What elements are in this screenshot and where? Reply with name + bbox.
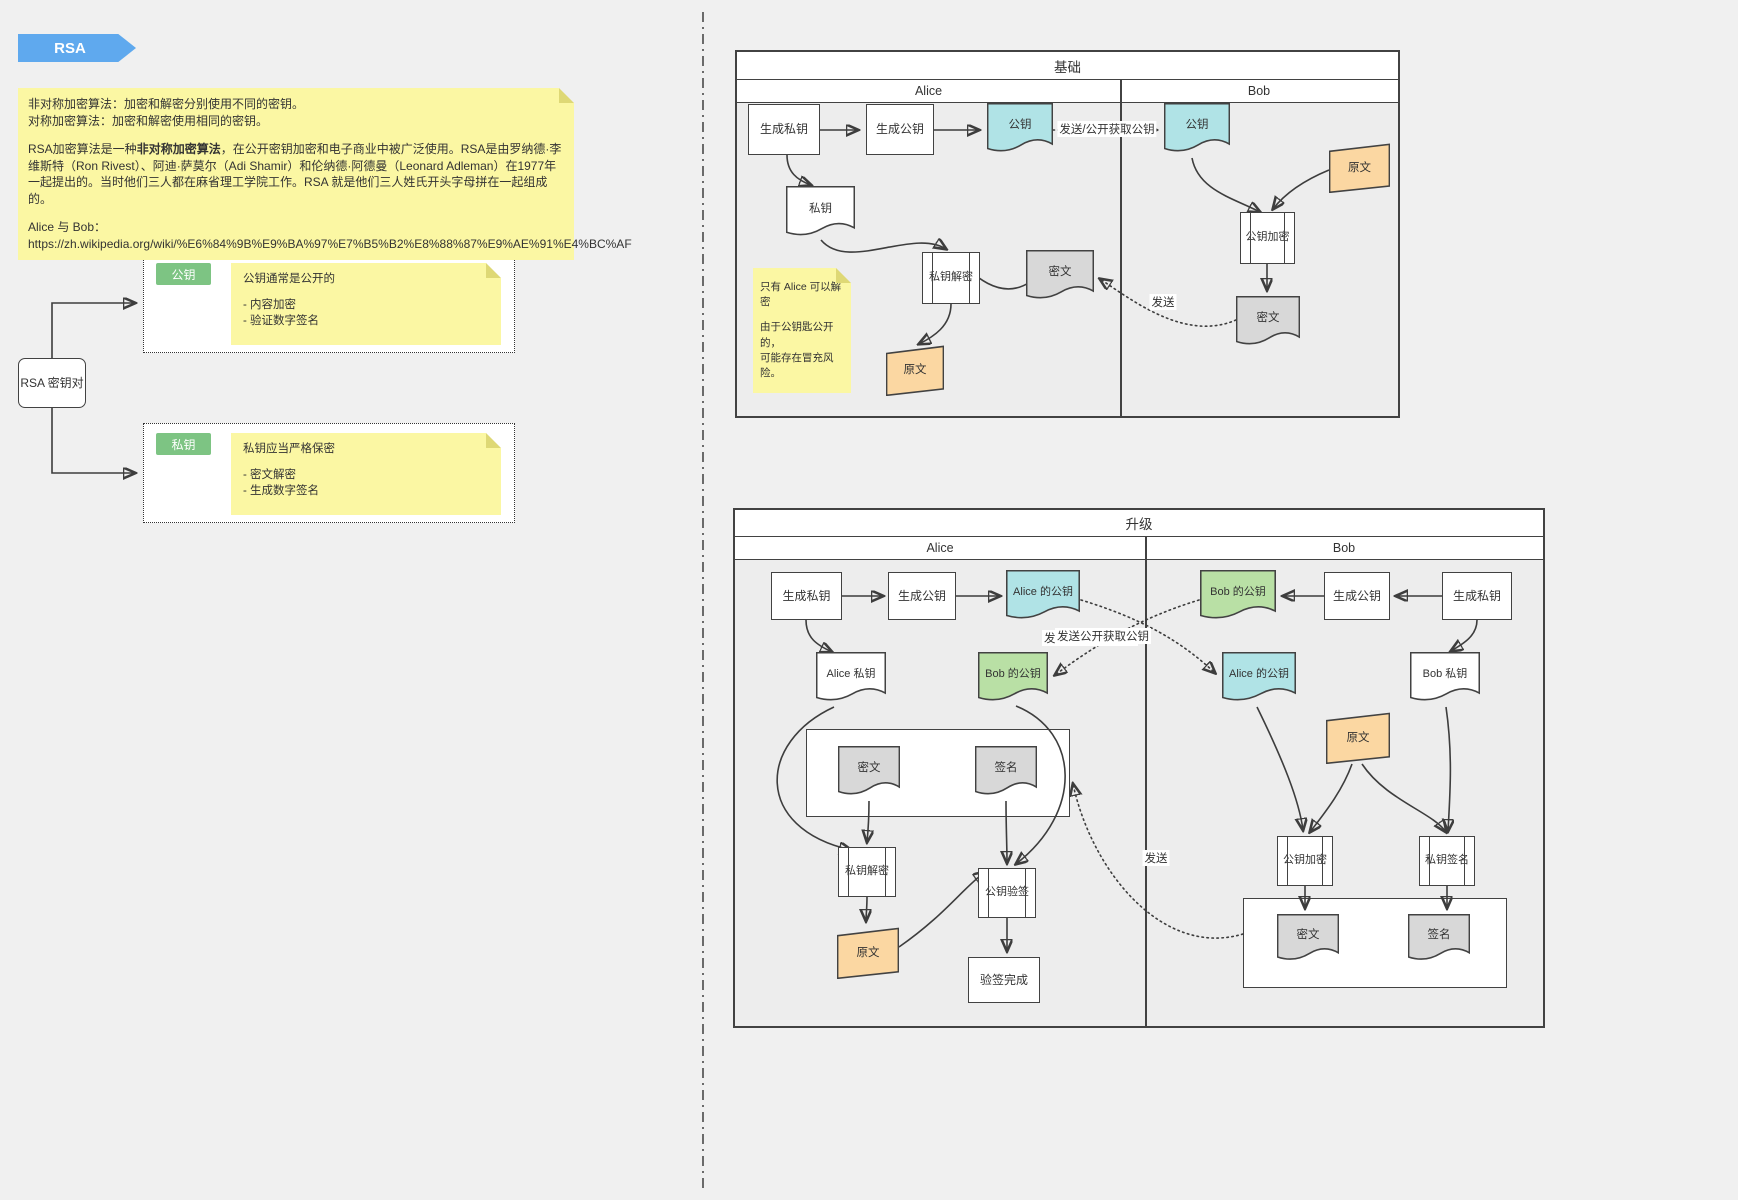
- node-upg-private-key-decrypt: 私钥解密: [838, 847, 896, 897]
- note-fold-corner: [486, 433, 501, 448]
- document-shape: [1410, 652, 1480, 707]
- node-upg-bob-ciphertext: 密文: [1277, 914, 1339, 966]
- intro-note: 非对称加密算法：加密和解密分别使用不同的密钥。 对称加密算法：加密和解密使用相同…: [18, 88, 632, 261]
- node-upg-alice-pubkey-at-bob: Alice 的公钥: [1222, 652, 1296, 707]
- node-upg-bob-gen-private: 生成私钥: [1442, 572, 1512, 620]
- lane-header-bob: Bob: [1332, 541, 1356, 555]
- lane-header-alice: Alice: [914, 84, 943, 98]
- node-basic-gen-private-key: 生成私钥: [748, 104, 820, 155]
- node-upg-alice-ciphertext: 密文: [838, 746, 900, 801]
- intro-line-symmetric: 对称加密算法：加密和解密使用相同的密钥。: [28, 113, 269, 128]
- node-basic-public-key-bob: 公钥: [1164, 103, 1230, 158]
- lane-divider: [1145, 537, 1147, 1026]
- node-upg-alice-public-key: Alice 的公钥: [1006, 570, 1080, 625]
- basic-note-decrypt-warning: 只有 Alice 可以解密 由于公钥匙公开的， 可能存在冒充风险。: [753, 268, 851, 393]
- node-basic-public-key-alice: 公钥: [987, 103, 1053, 158]
- edge-label-exchange-keys-1: 发送公开获取公钥: [1055, 628, 1151, 644]
- node-basic-plaintext-alice: 原文: [886, 345, 944, 396]
- document-shape: [1236, 296, 1300, 351]
- node-upg-private-key-sign: 私钥签名: [1419, 836, 1475, 886]
- public-key-group: 公钥 公钥通常是公开的 - 内容加密 - 验证数字签名: [143, 253, 515, 353]
- lane-header-alice: Alice: [926, 541, 954, 555]
- note-fold-corner: [486, 263, 501, 278]
- card-shape: [886, 345, 944, 396]
- public-key-note: 公钥通常是公开的 - 内容加密 - 验证数字签名: [231, 263, 501, 345]
- node-upg-bob-plaintext: 原文: [1326, 712, 1390, 764]
- lane-divider: [1120, 80, 1122, 416]
- document-shape: [987, 103, 1053, 158]
- node-basic-plaintext-bob: 原文: [1329, 143, 1390, 193]
- node-basic-gen-public-key: 生成公钥: [866, 104, 934, 155]
- node-upg-alice-signature: 签名: [975, 746, 1037, 801]
- rsa-banner: RSA: [18, 34, 136, 62]
- node-basic-public-key-encrypt: 公钥加密: [1240, 212, 1295, 264]
- card-shape: [1329, 143, 1390, 193]
- node-upg-public-key-encrypt: 公钥加密: [1277, 836, 1333, 886]
- edge-label-send: 发送: [1149, 294, 1177, 310]
- node-upg-alice-private-key: Alice 私钥: [816, 652, 886, 707]
- node-upg-alice-gen-private: 生成私钥: [771, 572, 842, 620]
- intro-wiki-link: Alice 与 Bob：https://zh.wikipedia.org/wik…: [28, 220, 632, 251]
- document-shape: [1222, 652, 1296, 707]
- document-shape: [1026, 250, 1094, 305]
- document-shape: [786, 186, 855, 242]
- document-shape: [1277, 914, 1339, 966]
- intro-paragraph-rsa: RSA加密算法是一种非对称加密算法，在公开密钥加密和电子商业中被广泛使用。RSA…: [28, 142, 562, 206]
- intro-line-asymmetric: 非对称加密算法：加密和解密分别使用不同的密钥。: [28, 97, 305, 111]
- document-shape: [1408, 914, 1470, 966]
- private-key-badge: 私钥: [156, 433, 211, 455]
- node-upg-alice-gen-public: 生成公钥: [888, 572, 956, 620]
- private-key-group: 私钥 私钥应当严格保密 - 密文解密 - 生成数字签名: [143, 423, 515, 523]
- public-key-badge: 公钥: [156, 263, 211, 285]
- node-upg-bob-private-key: Bob 私钥: [1410, 652, 1480, 707]
- lane-header-bob: Bob: [1247, 84, 1271, 98]
- node-basic-ciphertext-bob: 密文: [1236, 296, 1300, 351]
- node-upg-bob-gen-public: 生成公钥: [1324, 572, 1390, 620]
- edge-label-send-public-key: 发送/公开获取公钥: [1057, 121, 1157, 137]
- node-upg-bob-public-key: Bob 的公钥: [1200, 570, 1276, 625]
- node-basic-ciphertext-alice: 密文: [1026, 250, 1094, 305]
- pool-upgrade-title: 升级: [735, 510, 1543, 537]
- node-upg-public-key-verify: 公钥验签: [978, 868, 1036, 918]
- node-upg-alice-plaintext: 原文: [837, 927, 899, 979]
- node-upg-verify-done: 验签完成: [968, 957, 1040, 1003]
- node-basic-private-key: 私钥: [786, 186, 855, 242]
- document-shape: [1164, 103, 1230, 158]
- node-basic-private-key-decrypt: 私钥解密: [922, 252, 980, 304]
- document-shape: [816, 652, 886, 707]
- note-fold-corner: [559, 88, 574, 103]
- private-key-note: 私钥应当严格保密 - 密文解密 - 生成数字签名: [231, 433, 501, 515]
- card-shape: [1326, 712, 1390, 764]
- card-shape: [837, 927, 899, 979]
- pool-basic-title: 基础: [737, 52, 1398, 80]
- node-upg-bob-signature: 签名: [1408, 914, 1470, 966]
- edge-label-send: 发送: [1142, 850, 1170, 866]
- document-shape: [978, 652, 1048, 707]
- node-rsa-keypair: RSA 密钥对: [18, 358, 86, 408]
- rsa-banner-label: RSA: [54, 39, 86, 57]
- note-fold-corner: [836, 268, 851, 283]
- node-upg-bob-pubkey-at-alice: Bob 的公钥: [978, 652, 1048, 707]
